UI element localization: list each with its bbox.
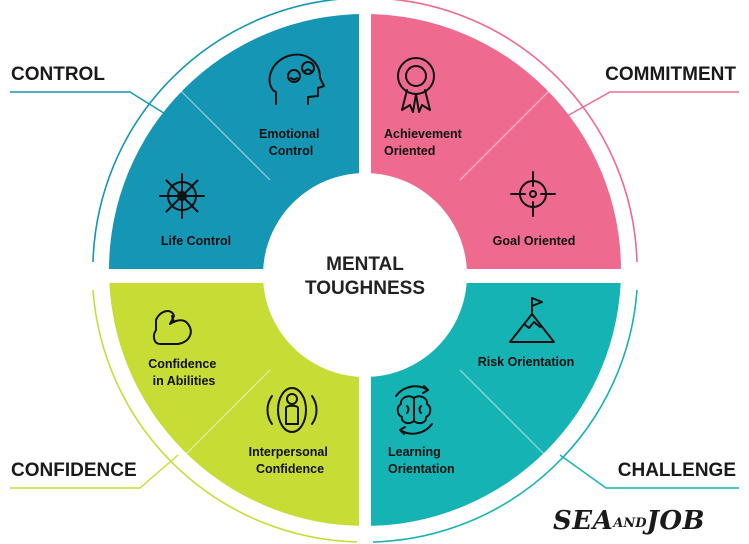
flexed-arm-icon: [152, 310, 192, 345]
center-circle: [263, 173, 467, 377]
control-outer-arc: [92, 0, 339, 263]
crosshair-target-icon: [510, 171, 556, 217]
achievement-oriented-label: Achievement Oriented: [384, 127, 465, 158]
confidence-label: CONFIDENCE: [11, 460, 137, 481]
risk-orientation-label: Risk Orientation: [478, 355, 575, 369]
challenge-outer-arc: [372, 289, 638, 543]
control-divider: [178, 88, 271, 181]
commitment-divider: [459, 88, 552, 181]
brand-part-sea: SEA: [553, 506, 614, 536]
commitment-outer-arc: [391, 0, 638, 263]
life-control-label: Life Control: [161, 234, 231, 248]
brain-cycle-icon: [395, 385, 433, 435]
person-aura-icon: [266, 387, 318, 433]
mountain-flag-icon: [509, 297, 555, 343]
learning-orientation-label: Learning Orientation: [388, 445, 455, 476]
seaandjob-logo: SEAANDJOB: [553, 506, 743, 540]
commitment-leader-line: [559, 91, 739, 121]
control-label: CONTROL: [11, 64, 105, 85]
interpersonal-confidence-label: Interpersonal Confidence: [249, 445, 332, 476]
award-rosette-icon: [397, 57, 435, 113]
confidence-divider: [178, 369, 271, 462]
ship-wheel-icon: [159, 173, 205, 219]
center-title-line1: MENTAL: [326, 254, 404, 275]
challenge-divider: [459, 369, 552, 462]
confidence-outer-arc: [92, 289, 358, 543]
emotional-control-label: Emotional Control: [259, 127, 323, 158]
center-title-line2: TOUGHNESS: [305, 278, 425, 299]
challenge-leader-line: [559, 454, 739, 489]
confidence-in-abilities-label: Confidence in Abilities: [148, 357, 220, 388]
challenge-label: CHALLENGE: [618, 460, 736, 481]
brand-part-job: JOB: [646, 506, 705, 536]
control-leader-line: [10, 91, 176, 121]
goal-oriented-label: Goal Oriented: [493, 234, 576, 248]
confidence-leader-line: [10, 454, 179, 489]
head-emotions-icon: [268, 53, 325, 105]
commitment-label: COMMITMENT: [605, 64, 736, 85]
brand-part-and: AND: [613, 516, 647, 531]
